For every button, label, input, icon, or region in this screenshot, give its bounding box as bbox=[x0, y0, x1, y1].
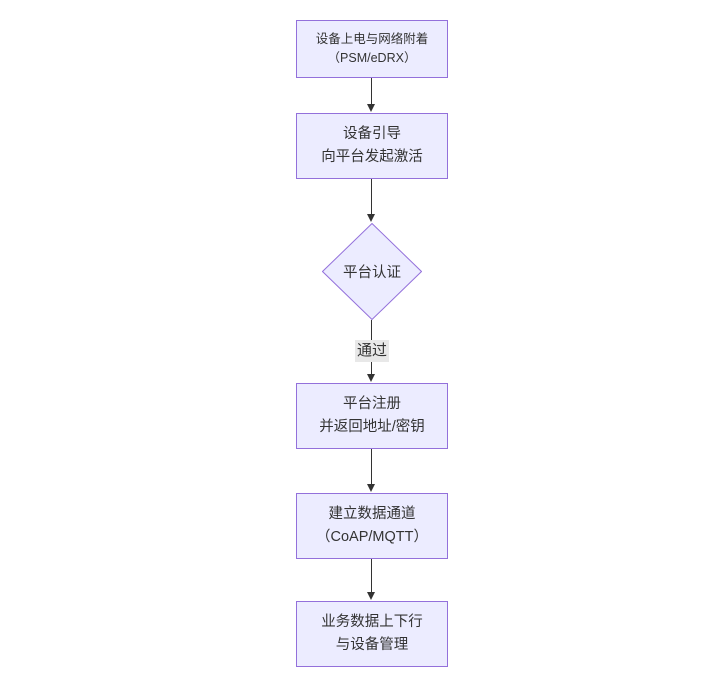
node-label-line: 平台认证 bbox=[343, 265, 401, 281]
node-label-line: 业务数据上下行 bbox=[321, 614, 423, 630]
decision-platform-auth: 平台认证 bbox=[322, 223, 422, 320]
node-business-data-mgmt: 业务数据上下行 与设备管理 bbox=[296, 601, 448, 667]
node-device-bootstrap-activate: 设备引导 向平台发起激活 bbox=[296, 113, 448, 179]
node-label-line: （PSM/eDRX） bbox=[327, 51, 417, 65]
node-data-channel: 建立数据通道 （CoAP/MQTT） bbox=[296, 493, 448, 559]
node-platform-register: 平台注册 并返回地址/密钥 bbox=[296, 383, 448, 449]
edge-line bbox=[371, 559, 372, 593]
arrowhead-icon bbox=[367, 104, 375, 112]
node-label-line: 向平台发起激活 bbox=[321, 149, 423, 165]
node-label-line: （CoAP/MQTT） bbox=[316, 529, 428, 545]
arrowhead-icon bbox=[367, 214, 375, 222]
arrowhead-icon bbox=[367, 484, 375, 492]
arrowhead-icon bbox=[367, 374, 375, 382]
node-label-line: 并返回地址/密钥 bbox=[319, 419, 425, 435]
edge-line bbox=[371, 78, 372, 105]
arrowhead-icon bbox=[367, 592, 375, 600]
node-power-network-attach: 设备上电与网络附着 （PSM/eDRX） bbox=[296, 20, 448, 78]
node-label-line: 平台注册 bbox=[343, 396, 401, 412]
node-label-line: 设备上电与网络附着 bbox=[315, 32, 429, 46]
edge-line bbox=[371, 449, 372, 485]
node-label-line: 设备引导 bbox=[343, 126, 401, 142]
node-label-line: 与设备管理 bbox=[335, 637, 409, 653]
diamond-shape bbox=[322, 223, 422, 320]
node-label-line: 建立数据通道 bbox=[328, 506, 416, 522]
edge-line bbox=[371, 179, 372, 215]
edge-label-pass: 通过 bbox=[354, 340, 390, 362]
